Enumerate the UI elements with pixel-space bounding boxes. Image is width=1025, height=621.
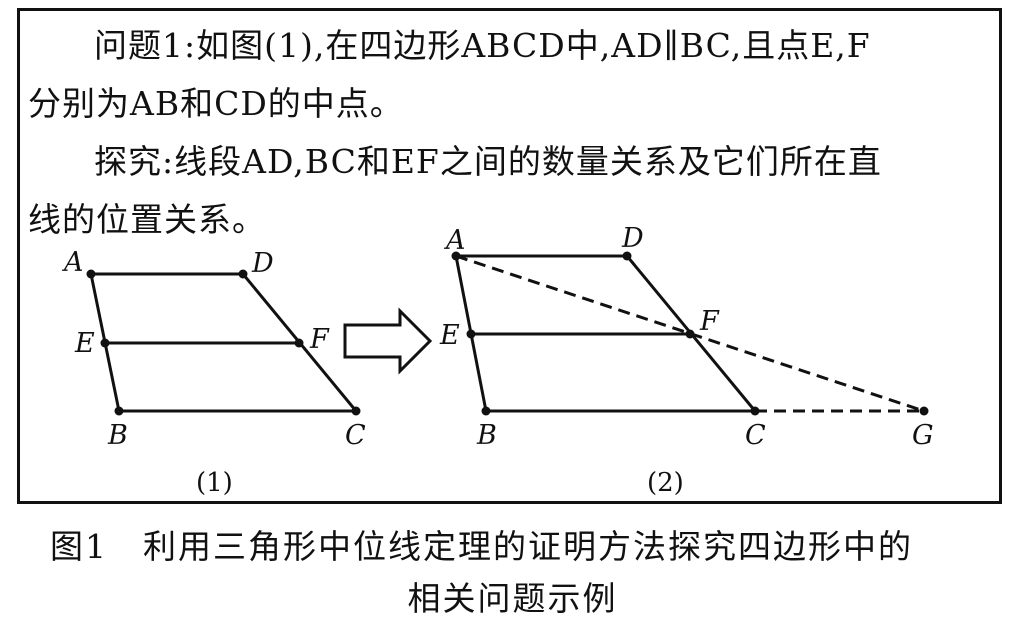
- problem-line-3: 探究:线段AD,BC和EF之间的数量关系及它们所在直: [94, 142, 882, 181]
- problem-box: 问题1:如图(1),在四边形ABCD中,AD∥BC,且点E,F 分别为AB和CD…: [17, 8, 1002, 504]
- point-E: [100, 338, 110, 348]
- point-F: [294, 338, 304, 348]
- point-D: [238, 269, 248, 279]
- label-A-2: A: [443, 225, 466, 256]
- point-C-2: [750, 406, 760, 416]
- figure-1-points: [86, 269, 361, 416]
- label-E: E: [74, 328, 95, 359]
- label-A: A: [61, 247, 84, 278]
- figure-2-sublabel: (2): [647, 468, 684, 498]
- segment-AG-dashed: [455, 254, 925, 413]
- label-B: B: [107, 420, 128, 451]
- problem-paragraph-1: 问题1:如图(1),在四边形ABCD中,AD∥BC,且点E,F 分别为AB和CD…: [28, 17, 991, 133]
- problem-line-1: 问题1:如图(1),在四边形ABCD中,AD∥BC,且点E,F: [94, 26, 871, 65]
- label-C-2: C: [745, 420, 766, 451]
- figure-1-sublabel: (1): [196, 468, 233, 498]
- figure-2-points: [451, 251, 929, 416]
- right-arrow-icon: [343, 307, 433, 375]
- problem-line-4: 线的位置关系。: [28, 200, 266, 239]
- label-B-2: B: [476, 420, 497, 451]
- label-D-2: D: [621, 223, 644, 254]
- point-F-2: [685, 329, 695, 339]
- label-C: C: [345, 420, 366, 451]
- point-E-2: [466, 329, 476, 339]
- problem-paragraph-2: 探究:线段AD,BC和EF之间的数量关系及它们所在直 线的位置关系。: [28, 133, 991, 249]
- point-B: [114, 406, 124, 416]
- point-D-2: [622, 251, 632, 261]
- label-G-2: G: [912, 420, 934, 451]
- point-G-2: [919, 406, 929, 416]
- label-E-2: E: [439, 320, 460, 351]
- figure-caption-line-1: 图1 利用三角形中位线定理的证明方法探究四边形中的: [50, 527, 913, 566]
- problem-line-2: 分别为AB和CD的中点。: [28, 84, 404, 123]
- point-C: [351, 406, 361, 416]
- label-F: F: [309, 324, 330, 355]
- figure-caption-line-2: 相关问题示例: [407, 579, 618, 618]
- label-F-2: F: [699, 306, 720, 337]
- label-D: D: [251, 248, 274, 279]
- point-B-2: [481, 406, 491, 416]
- point-A: [86, 269, 96, 279]
- point-A-2: [451, 251, 461, 261]
